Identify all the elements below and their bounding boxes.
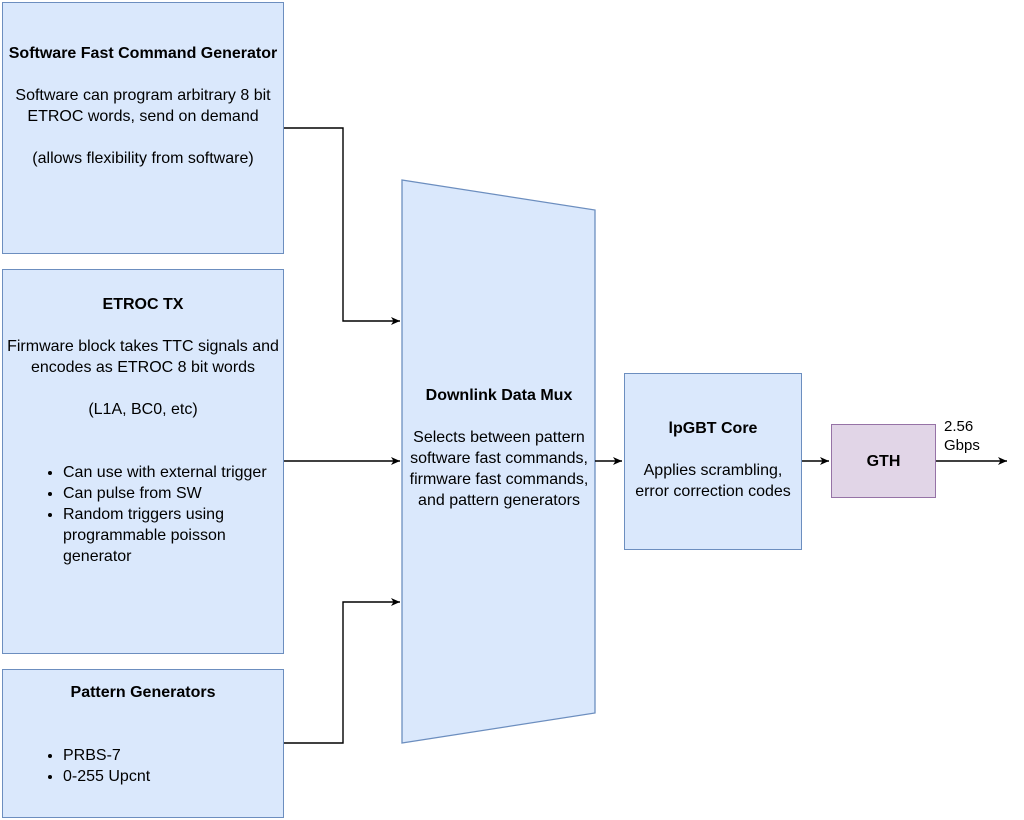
- gth-title: GTH: [866, 452, 901, 470]
- list-item: Random triggers using programmable poiss…: [63, 504, 283, 567]
- downlink-mux-title: Downlink Data Mux: [425, 387, 573, 404]
- lpgbt-core-desc: Applies scrambling, error correction cod…: [635, 462, 791, 500]
- etroc-tx-note: (L1A, BC0, etc): [88, 401, 198, 418]
- edge-pattern-to-mux: [284, 598, 400, 744]
- edge-swfc-to-mux: [284, 127, 400, 325]
- gth-block[interactable]: GTH: [831, 424, 936, 498]
- pattern-generators-title: Pattern Generators: [70, 684, 216, 701]
- pattern-generators-block[interactable]: Pattern Generators PRBS-7 0-255 Upcnt: [2, 669, 284, 818]
- sw-fast-command-note: (allows flexibility from software): [32, 150, 254, 167]
- etroc-tx-title: ETROC TX: [102, 296, 184, 313]
- sw-fast-command-block[interactable]: Software Fast Command Generator Software…: [2, 2, 284, 254]
- lpgbt-core-block[interactable]: lpGBT Core Applies scrambling, error cor…: [624, 373, 802, 550]
- downlink-mux-shape[interactable]: [401, 179, 596, 744]
- lpgbt-core-title: lpGBT Core: [668, 420, 758, 437]
- etroc-tx-block[interactable]: ETROC TX Firmware block takes TTC signal…: [2, 269, 284, 654]
- list-item: 0-255 Upcnt: [63, 766, 283, 787]
- etroc-tx-bullets: Can use with external trigger Can pulse …: [3, 462, 283, 567]
- sw-fast-command-title: Software Fast Command Generator: [8, 45, 278, 62]
- sw-fast-command-desc: Software can program arbitrary 8 bit ETR…: [15, 87, 271, 125]
- etroc-tx-desc: Firmware block takes TTC signals and enc…: [7, 338, 279, 376]
- downlink-mux-label: Downlink Data Mux Selects between patter…: [405, 385, 593, 511]
- list-item: Can use with external trigger: [63, 462, 283, 483]
- list-item: PRBS-7: [63, 745, 283, 766]
- output-rate-label: 2.56 Gbps: [944, 418, 980, 454]
- pattern-generators-bullets: PRBS-7 0-255 Upcnt: [3, 745, 283, 787]
- downlink-mux-desc: Selects between pattern software fast co…: [409, 429, 589, 509]
- list-item: Can pulse from SW: [63, 483, 283, 504]
